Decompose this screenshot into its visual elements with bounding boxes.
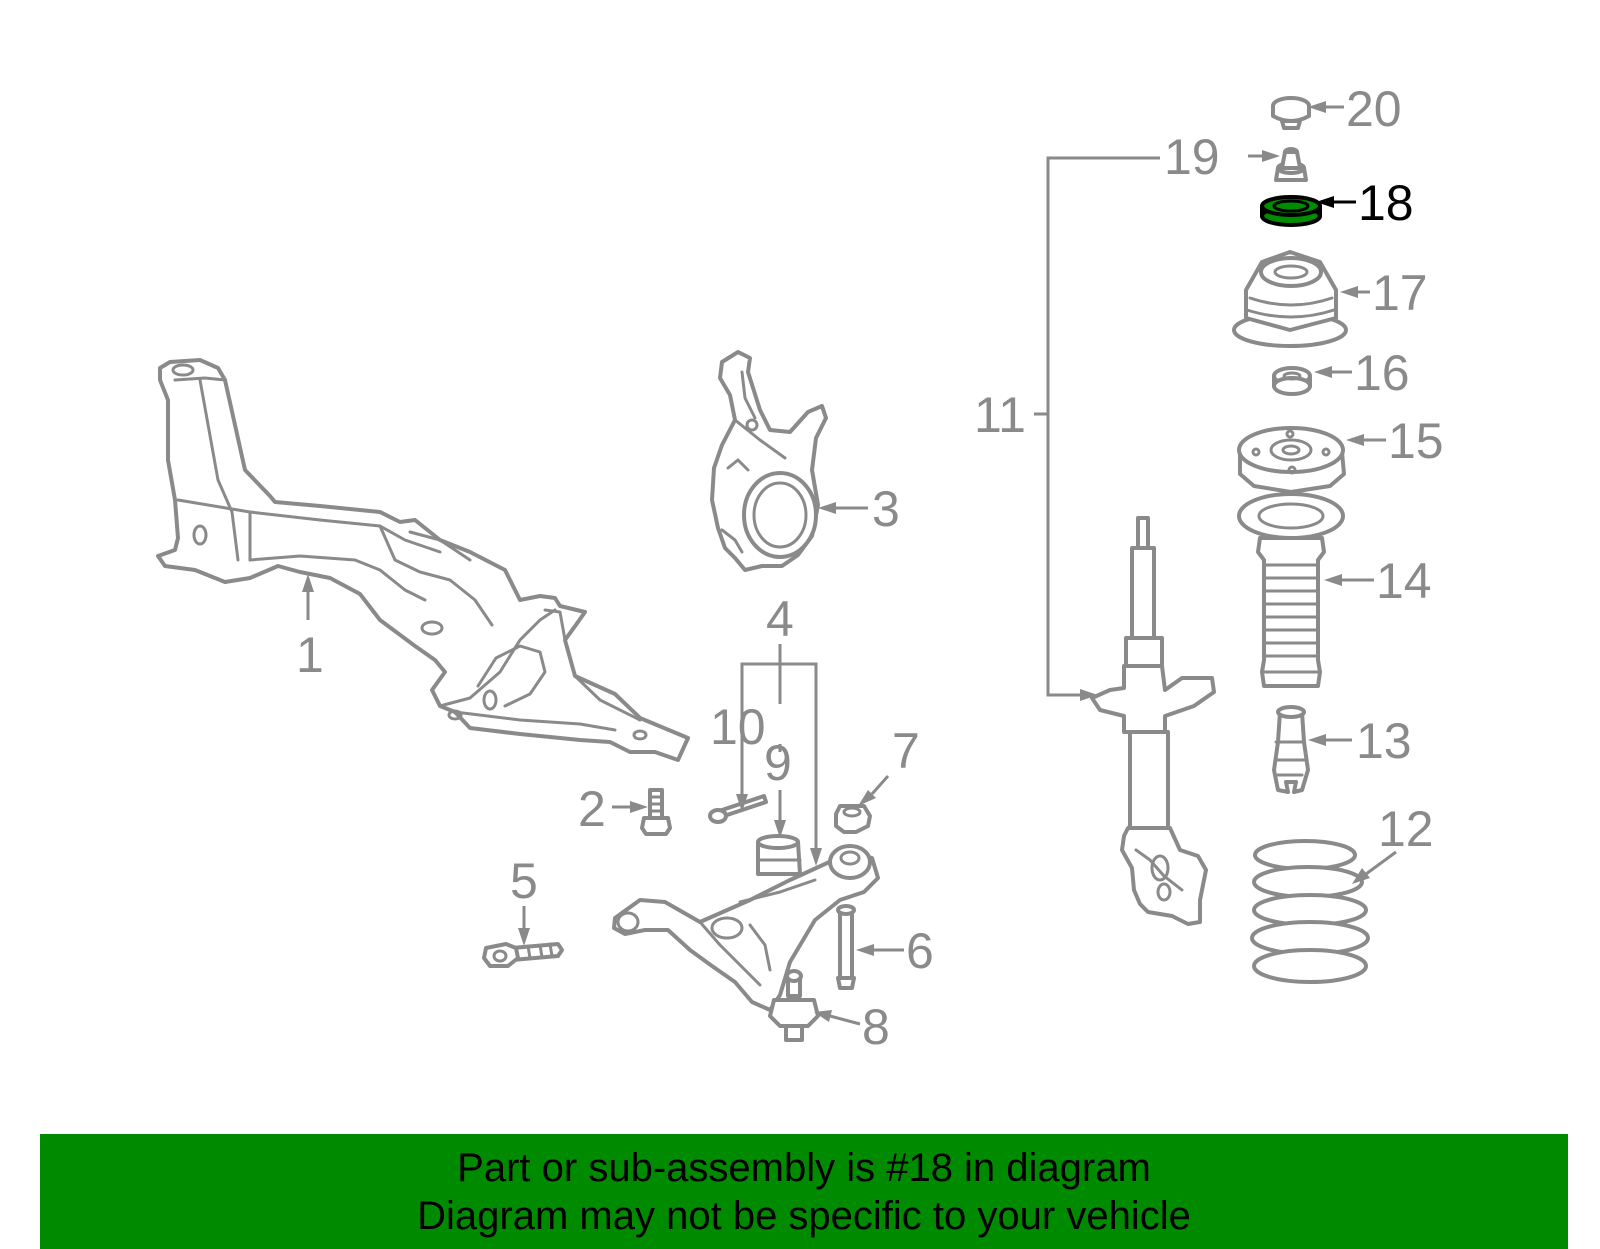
part-15-strut-mount <box>1237 426 1346 494</box>
callout-17: 17 <box>1372 265 1428 321</box>
part-8-ball-joint <box>768 969 820 1042</box>
part-3-steering-knuckle <box>710 350 828 572</box>
callout-1: 1 <box>296 627 324 683</box>
banner-part-line: Part or sub-assembly is #18 in diagram <box>457 1146 1151 1190</box>
callout-14: 14 <box>1376 553 1432 609</box>
callout-5: 5 <box>510 853 538 909</box>
callout-6: 6 <box>906 923 934 979</box>
part-7-nut <box>834 804 872 834</box>
callout-2: 2 <box>578 781 606 837</box>
callout-labels: 1 2 3 4 5 6 7 8 9 10 11 12 13 14 15 16 1… <box>296 81 1444 1055</box>
callout-13: 13 <box>1356 713 1412 769</box>
callout-16: 16 <box>1354 345 1410 401</box>
callout-8: 8 <box>862 999 890 1055</box>
part-11-strut-assembly <box>1090 516 1216 926</box>
callout-11: 11 <box>974 387 1026 443</box>
part-16-washer <box>1272 366 1312 396</box>
part-1-crossmember <box>156 358 690 762</box>
part-9-bushing <box>756 834 802 876</box>
part-14-dust-boot <box>1237 492 1345 688</box>
callout-9: 9 <box>764 735 792 791</box>
part-18-bearing-seal <box>1260 195 1322 227</box>
callout-3: 3 <box>872 481 900 537</box>
part-2-bolt <box>640 788 672 836</box>
part-4-lower-control-arm <box>612 844 880 1012</box>
info-banner: Part or sub-assembly is #18 in diagram D… <box>40 1134 1568 1249</box>
callout-19: 19 <box>1164 129 1220 185</box>
part-6-bolt <box>836 904 856 990</box>
callout-7: 7 <box>892 723 920 779</box>
callout-20: 20 <box>1346 81 1402 137</box>
callout-15: 15 <box>1388 413 1444 469</box>
callout-12: 12 <box>1378 801 1434 857</box>
leader-lines <box>302 101 1397 1026</box>
banner-disclaimer-line: Diagram may not be specific to your vehi… <box>417 1194 1191 1238</box>
part-19-nut <box>1274 147 1308 182</box>
part-13-bump-stop <box>1272 705 1310 794</box>
part-12-coil-spring <box>1250 839 1370 984</box>
part-5-bolt <box>482 942 564 968</box>
callout-4: 4 <box>766 591 794 647</box>
callout-18: 18 <box>1358 175 1414 231</box>
callout-10: 10 <box>710 699 766 755</box>
part-20-cap <box>1271 96 1311 130</box>
part-17-upper-support <box>1232 250 1348 348</box>
